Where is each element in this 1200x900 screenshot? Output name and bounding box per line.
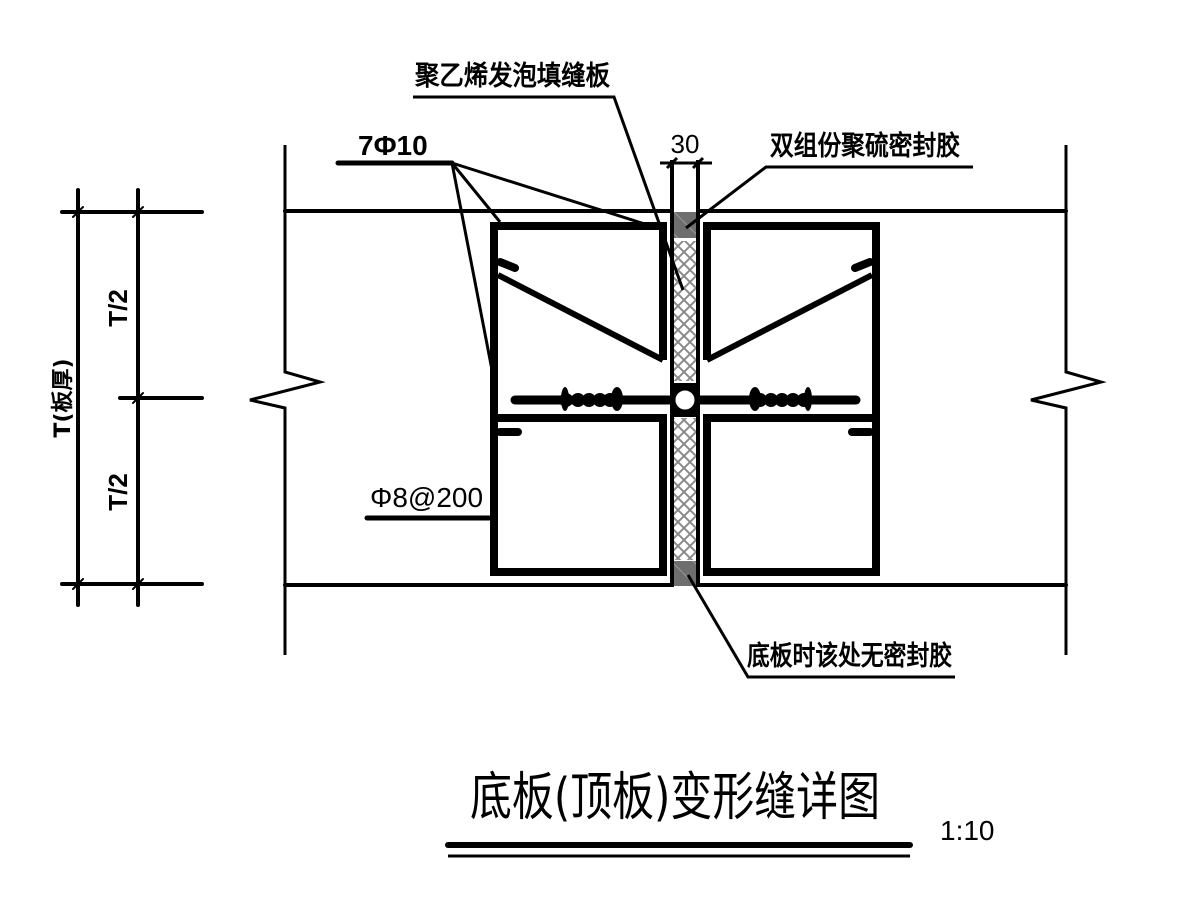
upper-half-thickness-label: T/2 — [103, 289, 133, 327]
sealant-top — [674, 212, 696, 238]
sealant-leader — [685, 165, 973, 230]
total-thickness-label: T(板厚) — [51, 358, 76, 437]
bottom-note-leader — [686, 574, 955, 679]
anchor-bar-upper-left — [496, 272, 665, 363]
waterstop-center-bulb — [672, 387, 698, 413]
bottom-sealant-note-label: 底板时该处无密封胶 — [747, 640, 952, 672]
stirrup-upper-right — [703, 222, 880, 410]
waterstop-ribs-left — [559, 387, 623, 411]
waterstop-ribs-right — [749, 387, 812, 411]
sealant-label: 双组份聚硫密封胶 — [770, 130, 960, 162]
main-rebar-leaders — [335, 160, 649, 371]
break-line-left — [249, 145, 326, 655]
stirrup-upper-left — [490, 222, 667, 410]
waterstop — [510, 383, 861, 417]
polyethylene-filler-board-upper — [674, 241, 696, 381]
joint-walls — [670, 160, 700, 587]
joint-width-label: 30 — [671, 129, 700, 159]
filler-board-label: 聚乙烯发泡填缝板 — [414, 60, 610, 92]
rebar-cage-right — [703, 222, 880, 576]
stirrup-label: Φ8@200 — [370, 482, 483, 513]
polyethylene-filler-board-lower — [674, 418, 696, 560]
filler-board-leader — [413, 95, 685, 291]
stirrup-lower-right — [703, 410, 880, 576]
dimension-joint-width — [660, 156, 712, 170]
main-rebar-label: 7Φ10 — [358, 130, 428, 161]
lower-half-thickness-label: T/2 — [103, 473, 133, 511]
drawing-scale: 1:10 — [940, 815, 995, 846]
thickness-dimension — [60, 188, 204, 607]
drawing-title: 底板(顶板)变形缝详图 — [470, 768, 880, 828]
anchor-bar-upper-right — [705, 272, 874, 363]
break-line-right — [1030, 145, 1107, 655]
